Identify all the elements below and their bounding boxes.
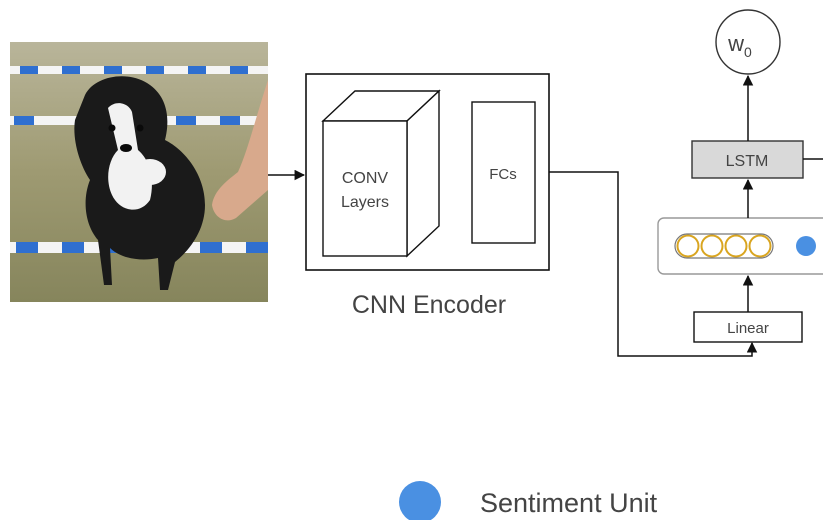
lstm-box <box>691 140 804 179</box>
handler-arm <box>212 80 268 221</box>
neuron-row <box>674 233 816 259</box>
conv-label-line1: CONV <box>342 170 389 187</box>
cnn-encoder-caption: CNN Encoder <box>352 291 506 319</box>
neuron <box>748 234 772 258</box>
decoder: Linear LSTM w0 <box>657 9 823 343</box>
output-subscript: 0 <box>744 44 752 60</box>
output-token: w <box>727 31 744 56</box>
neuron <box>700 234 724 258</box>
linear-label: Linear <box>727 320 769 337</box>
legend-sentiment-unit-icon <box>399 481 441 520</box>
output-word-label: w0 <box>727 31 752 60</box>
cnn-encoder: CONV Layers FCs <box>305 73 550 271</box>
input-image <box>10 42 268 302</box>
conv-layers-block: CONV Layers <box>321 89 441 258</box>
neuron <box>676 234 700 258</box>
fc-label: FCs <box>489 166 517 183</box>
sentiment-unit-node <box>796 236 816 256</box>
connector-fc-to-linear <box>549 171 758 357</box>
conv-label-line2: Layers <box>341 194 389 211</box>
dog <box>74 76 205 290</box>
legend: Sentiment Unit <box>399 481 658 520</box>
legend-sentiment-unit-label: Sentiment Unit <box>480 488 658 518</box>
lstm-label: LSTM <box>726 153 769 170</box>
output-word-node <box>715 9 781 75</box>
fc-block: FCs <box>471 101 536 244</box>
neuron <box>724 234 748 258</box>
